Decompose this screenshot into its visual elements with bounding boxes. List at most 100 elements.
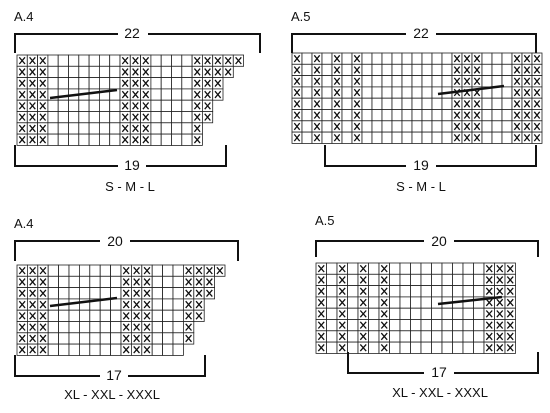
grid-cell (57, 99, 69, 112)
purl-stitch-mark (353, 133, 361, 142)
purl-stitch-mark (29, 79, 36, 88)
grid-cell (57, 54, 69, 67)
purl-stitch-mark (39, 102, 47, 110)
purl-stitch-mark (338, 276, 346, 284)
purl-stitch-mark (359, 332, 367, 341)
purl-stitch-mark (533, 122, 541, 131)
purl-stitch-mark (533, 111, 541, 119)
grid-cell (381, 120, 393, 133)
grid-cell (68, 77, 80, 90)
purl-stitch-mark (353, 100, 361, 108)
grid-cell (171, 111, 183, 124)
grid-cell (401, 97, 413, 110)
grid-cell (431, 285, 443, 298)
grid-cell (47, 343, 60, 356)
grid-cell (420, 273, 432, 286)
purl-stitch-mark (18, 102, 26, 110)
purl-stitch-mark (463, 77, 471, 86)
size-caption: S - M - L (105, 179, 155, 194)
grid-cell (57, 77, 69, 90)
grid-cell (381, 131, 393, 144)
grid-cell (452, 273, 464, 286)
purl-stitch-mark (380, 264, 388, 273)
purl-stitch-mark (29, 300, 36, 309)
grid-cell (68, 99, 80, 112)
grid-cell (421, 52, 433, 65)
purl-stitch-mark (29, 345, 36, 354)
purl-stitch-mark (185, 266, 192, 275)
grid-cell (347, 273, 359, 286)
grid-cell (389, 307, 401, 320)
purl-stitch-mark (121, 56, 129, 65)
grid-cell (462, 330, 474, 343)
grid-cell (99, 343, 111, 356)
top-stitch-count: 20 (107, 233, 123, 249)
grid-cell (462, 296, 474, 309)
purl-stitch-mark (453, 122, 461, 131)
grid-cell (473, 273, 485, 286)
grid-cell (321, 75, 333, 88)
purl-stitch-mark (313, 77, 321, 86)
grid-cell (420, 285, 432, 298)
grid-cell (68, 54, 80, 67)
purl-stitch-mark (533, 100, 541, 108)
grid-cell (88, 54, 100, 67)
grid-cell (68, 65, 80, 79)
purl-stitch-mark (523, 88, 531, 97)
purl-stitch-mark (132, 90, 139, 99)
purl-stitch-mark (121, 102, 129, 110)
purl-stitch-mark (18, 289, 26, 298)
bottom-stitch-count: 17 (106, 367, 122, 383)
top-bracket (291, 33, 406, 53)
grid-cell (89, 309, 101, 322)
purl-stitch-mark (206, 289, 213, 298)
purl-stitch-mark (473, 133, 481, 142)
purl-stitch-mark (293, 111, 301, 119)
purl-stitch-mark (132, 102, 139, 110)
purl-stitch-mark (338, 321, 346, 329)
purl-stitch-mark (359, 343, 367, 352)
purl-stitch-mark (143, 289, 151, 298)
size-caption: S - M - L (396, 179, 446, 194)
purl-stitch-mark (185, 278, 192, 286)
grid-cell (79, 309, 91, 322)
purl-stitch-mark (195, 278, 203, 286)
purl-stitch-mark (132, 135, 139, 144)
grid-cell (389, 319, 401, 332)
purl-stitch-mark (453, 54, 461, 63)
grid-cell (371, 86, 383, 99)
purl-stitch-mark (380, 276, 388, 284)
purl-stitch-mark (485, 264, 493, 273)
grid-cell (410, 285, 422, 298)
grid-cell (151, 287, 163, 300)
purl-stitch-mark (122, 323, 130, 331)
grid-cell (172, 321, 184, 334)
grid-cell (410, 262, 422, 275)
purl-stitch-mark (293, 54, 301, 63)
grid-cell (172, 264, 184, 277)
grid-cell (341, 63, 353, 77)
purl-stitch-mark (473, 66, 481, 74)
grid-cell (326, 285, 338, 298)
purl-stitch-mark (353, 54, 361, 63)
grid-cell (150, 133, 162, 146)
grid-cell (420, 307, 432, 320)
grid-cell (441, 97, 453, 110)
purl-stitch-mark (235, 56, 242, 65)
grid-cell (452, 262, 464, 275)
grid-cell (391, 75, 403, 88)
purl-stitch-mark (453, 77, 461, 86)
purl-stitch-mark (473, 54, 481, 63)
purl-stitch-mark (485, 332, 493, 341)
grid-cell (162, 309, 174, 322)
grid-cell (462, 319, 474, 332)
grid-cell (399, 296, 411, 309)
grid-cell (326, 262, 338, 275)
purl-stitch-mark (121, 90, 129, 99)
grid-cell (162, 298, 174, 311)
grid-cell (410, 319, 422, 332)
grid-cell (301, 131, 313, 144)
purl-stitch-mark (533, 66, 541, 74)
purl-stitch-mark (39, 135, 47, 144)
purl-stitch-mark (513, 122, 521, 131)
